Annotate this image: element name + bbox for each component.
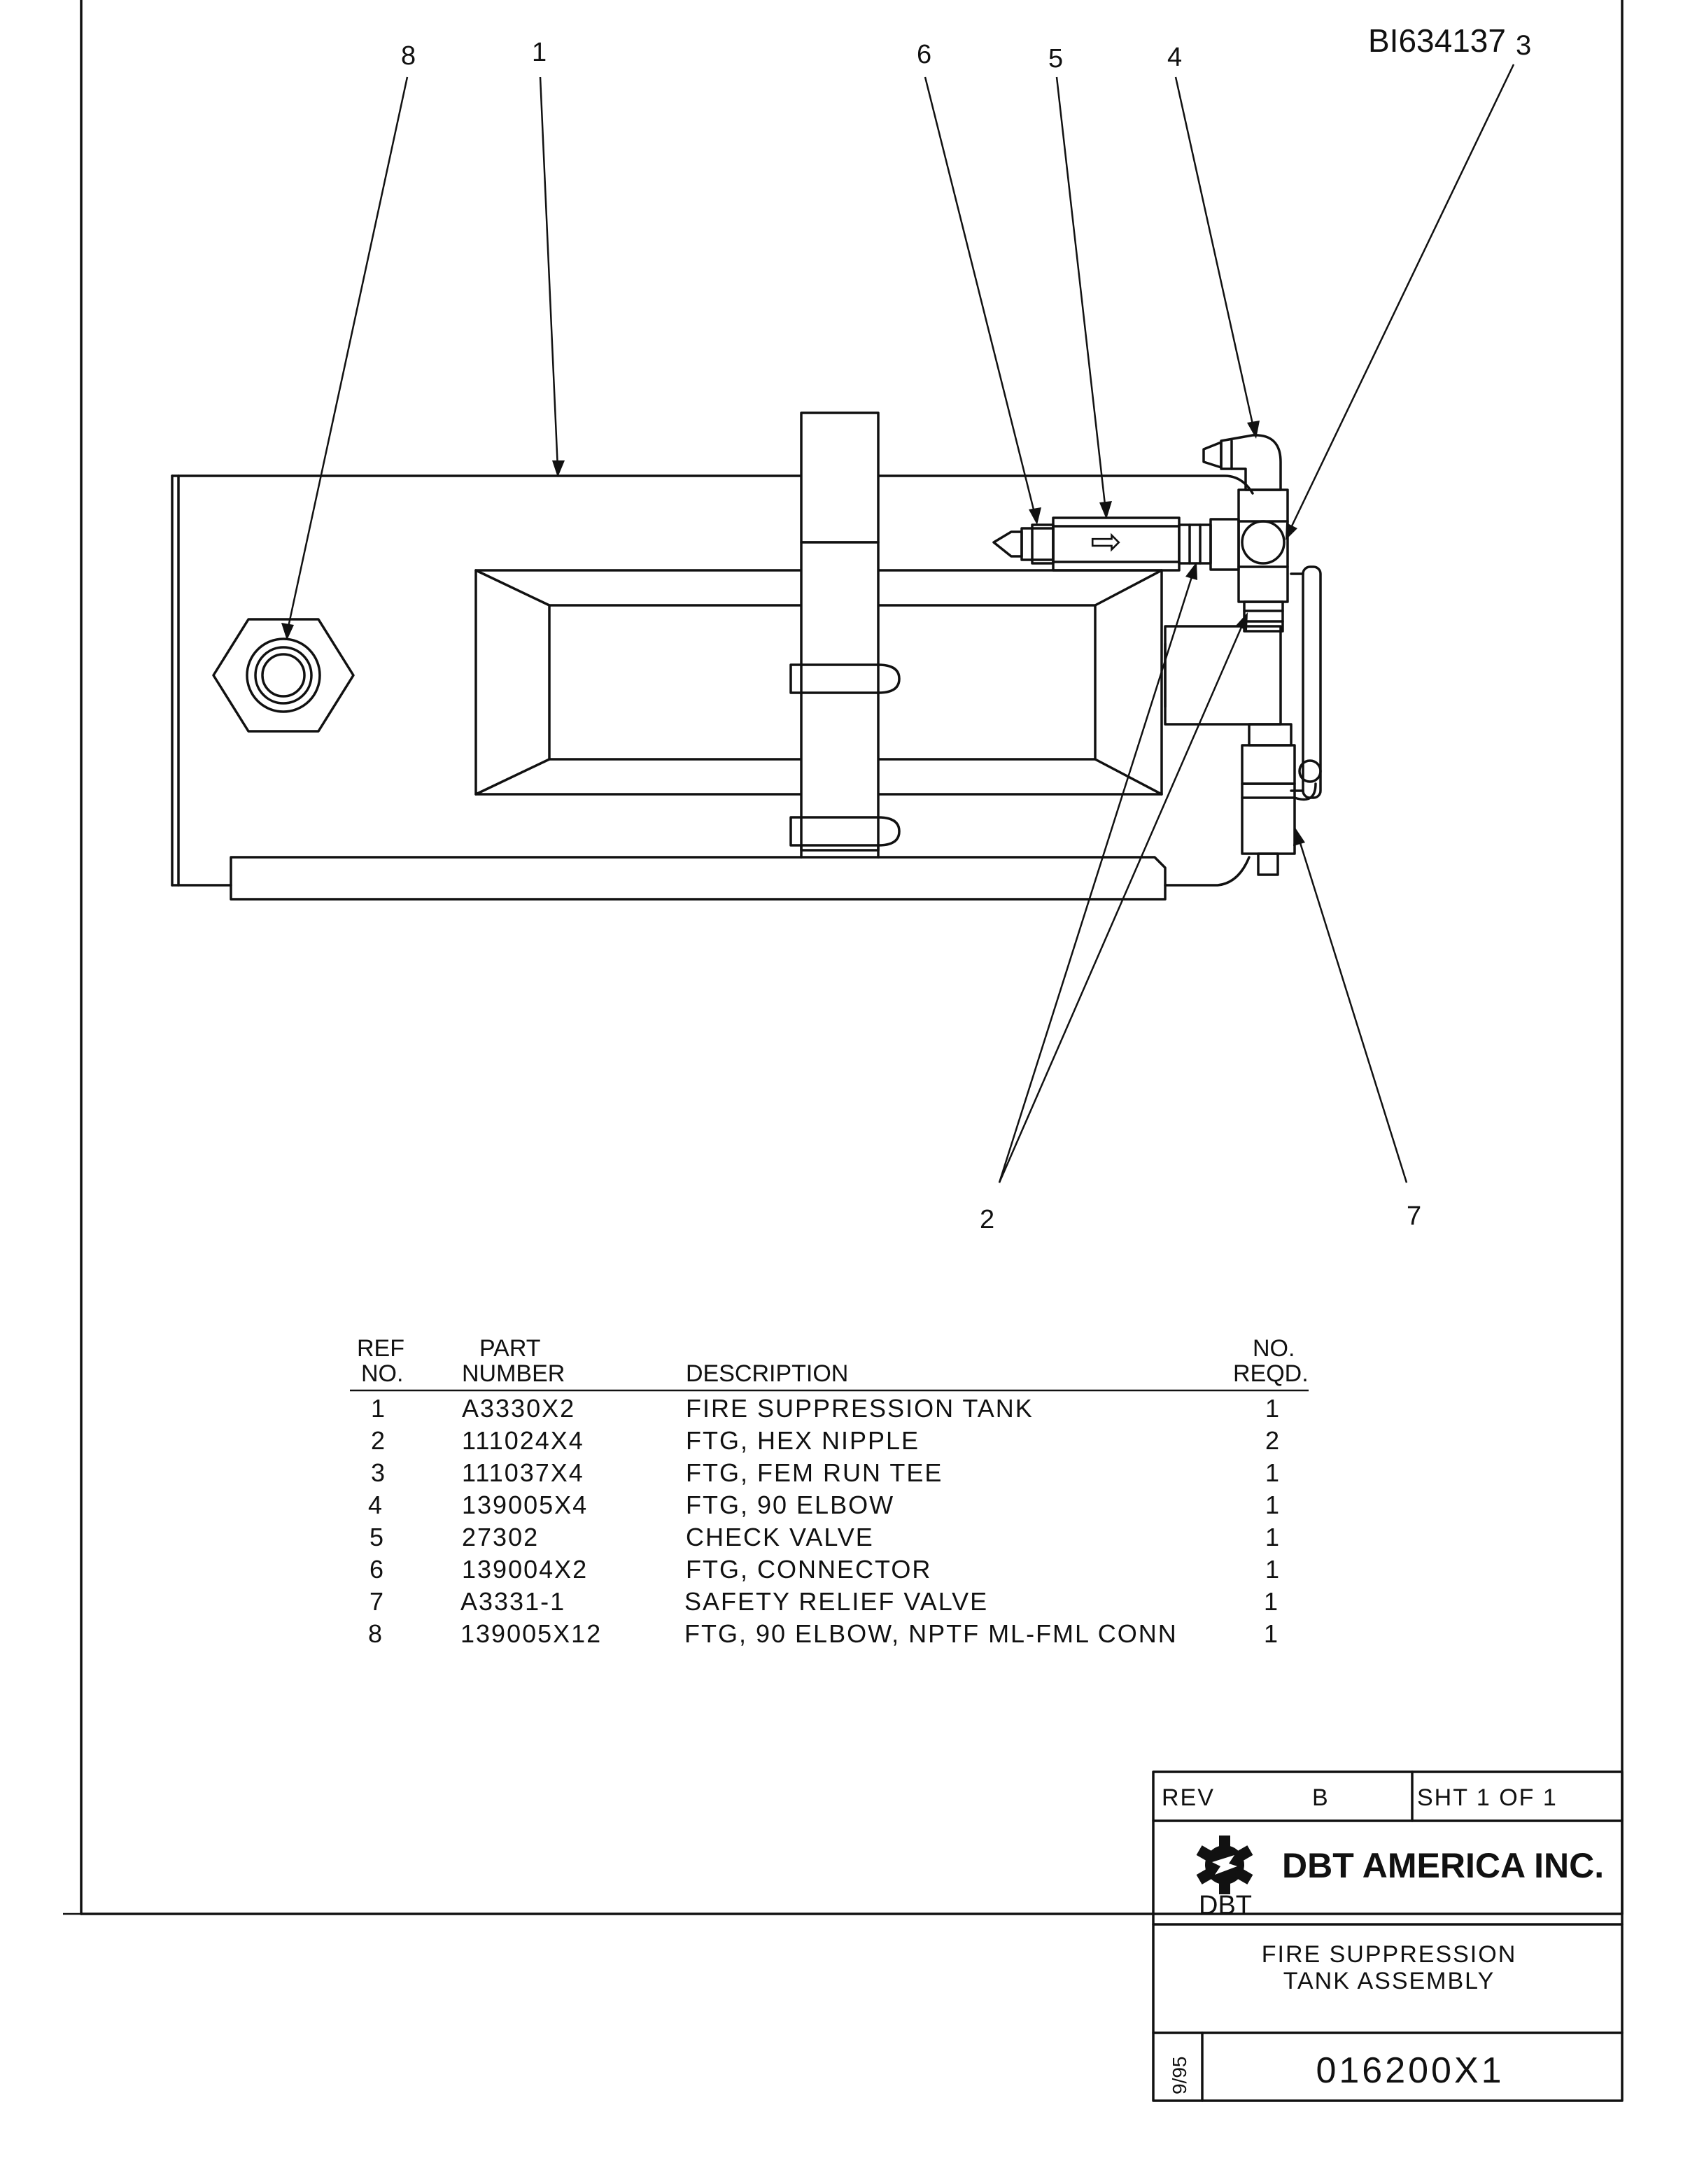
- connector-item-6: [992, 523, 1055, 565]
- row-qty: 2: [1265, 1426, 1281, 1455]
- row-description: FIRE SUPPRESSION TANK: [686, 1394, 1034, 1423]
- table-row: 2 111024X4 FTG, HEX NIPPLE 2: [371, 1426, 1281, 1455]
- table-row: 4 139005X4 FTG, 90 ELBOW 1: [368, 1491, 1281, 1519]
- parts-table: REF NO. PART NUMBER DESCRIPTION NO. REQD…: [350, 1335, 1309, 1648]
- date-code: 9/95: [1169, 2057, 1190, 2095]
- safety-relief-valve-item-7: [1241, 723, 1322, 876]
- leader-lines: [281, 64, 1515, 1183]
- header-qty-line1: NO.: [1253, 1335, 1295, 1362]
- row-qty: 1: [1265, 1394, 1281, 1423]
- header-description: DESCRIPTION: [686, 1360, 848, 1387]
- row-description: FTG, HEX NIPPLE: [686, 1426, 920, 1455]
- callout-numbers: 8 1 6 5 4 2 7: [401, 38, 1421, 1234]
- title-line-2: TANK ASSEMBLY: [1283, 1968, 1495, 1994]
- row-qty: 1: [1264, 1619, 1279, 1648]
- hex-nipple-item-2-horizontal: [1178, 518, 1240, 571]
- table-row: 7 A3331-1 SAFETY RELIEF VALVE 1: [369, 1587, 1279, 1616]
- row-qty: 1: [1265, 1555, 1281, 1584]
- row-ref: 2: [371, 1426, 386, 1455]
- row-part-number: 139005X4: [462, 1491, 588, 1519]
- header-ref-line2: NO.: [361, 1360, 403, 1387]
- header-qty-line2: REQD.: [1233, 1360, 1309, 1387]
- company-name: DBT AMERICA INC.: [1282, 1846, 1604, 1885]
- header-part-line1: PART: [479, 1335, 541, 1362]
- row-part-number: A3331-1: [460, 1587, 565, 1616]
- row-qty: 1: [1265, 1458, 1281, 1487]
- mounting-base: [230, 856, 1167, 901]
- row-ref: 5: [369, 1523, 385, 1551]
- title-block: REV B SHT 1 OF 1 DBT DBT AMERICA INC. FI…: [1152, 1770, 1624, 2102]
- table-row: 1 A3330X2 FIRE SUPPRESSION TANK 1: [371, 1394, 1281, 1423]
- row-qty: 1: [1265, 1523, 1281, 1551]
- check-valve-item-5: ⇨: [1052, 516, 1181, 572]
- drawing-id-suffix: 3: [1516, 30, 1531, 61]
- row-ref: 4: [368, 1491, 383, 1519]
- sheet-number: SHT 1 OF 1: [1417, 1784, 1558, 1811]
- row-description: CHECK VALVE: [686, 1523, 874, 1551]
- header-part-line2: NUMBER: [462, 1360, 565, 1387]
- table-row: 5 27302 CHECK VALVE 1: [369, 1523, 1281, 1551]
- row-part-number: 139004X2: [462, 1555, 588, 1584]
- callout-6: 6: [917, 40, 931, 69]
- row-part-number: A3330X2: [462, 1394, 575, 1423]
- row-part-number: 139005X12: [460, 1619, 602, 1648]
- row-qty: 1: [1264, 1587, 1279, 1616]
- row-ref: 7: [369, 1587, 385, 1616]
- rev-label: REV: [1162, 1784, 1215, 1811]
- row-qty: 1: [1265, 1491, 1281, 1519]
- elbow-item-4: [1202, 434, 1282, 491]
- callout-4: 4: [1167, 43, 1182, 72]
- header-ref-line1: REF: [357, 1335, 404, 1362]
- callout-8: 8: [401, 41, 416, 71]
- drawing-id: BI634137: [1368, 22, 1506, 59]
- row-ref: 1: [371, 1394, 386, 1423]
- table-row: 8 139005X12 FTG, 90 ELBOW, NPTF ML-FML C…: [368, 1619, 1279, 1648]
- rev-value: B: [1312, 1784, 1330, 1811]
- table-row: 3 111037X4 FTG, FEM RUN TEE 1: [371, 1458, 1281, 1487]
- parts-table-header: REF NO. PART NUMBER DESCRIPTION NO. REQD…: [350, 1335, 1309, 1392]
- dbt-logo: DBT: [1196, 1836, 1253, 1920]
- row-ref: 8: [368, 1619, 383, 1648]
- callout-2: 2: [980, 1205, 994, 1234]
- row-ref: 3: [371, 1458, 386, 1487]
- row-ref: 6: [369, 1555, 385, 1584]
- flow-direction-arrow: ⇨: [1090, 521, 1122, 563]
- row-description: FTG, CONNECTOR: [686, 1555, 931, 1584]
- elbow-fitting-item-8: [212, 618, 355, 733]
- run-tee-item-3: [1237, 488, 1289, 603]
- title-line-1: FIRE SUPPRESSION: [1262, 1941, 1517, 1968]
- logo-text: DBT: [1199, 1891, 1252, 1920]
- row-description: FTG, 90 ELBOW, NPTF ML-FML CONN: [684, 1619, 1178, 1648]
- mounting-clamp: [789, 411, 901, 859]
- row-part-number: 111037X4: [462, 1458, 584, 1487]
- row-description: SAFETY RELIEF VALVE: [684, 1587, 988, 1616]
- table-row: 6 139004X2 FTG, CONNECTOR 1: [369, 1555, 1281, 1584]
- sheet-border: [63, 0, 1624, 1915]
- valve-outlet-body: [1164, 625, 1282, 726]
- tank-assembly-drawing: ⇨: [171, 411, 1322, 901]
- callout-1: 1: [532, 38, 547, 67]
- callout-5: 5: [1048, 44, 1063, 73]
- row-description: FTG, 90 ELBOW: [686, 1491, 894, 1519]
- row-description: FTG, FEM RUN TEE: [686, 1458, 943, 1487]
- row-part-number: 27302: [462, 1523, 539, 1551]
- drawing-number: 016200X1: [1316, 2050, 1504, 2091]
- row-part-number: 111024X4: [462, 1426, 584, 1455]
- callout-7: 7: [1407, 1202, 1421, 1231]
